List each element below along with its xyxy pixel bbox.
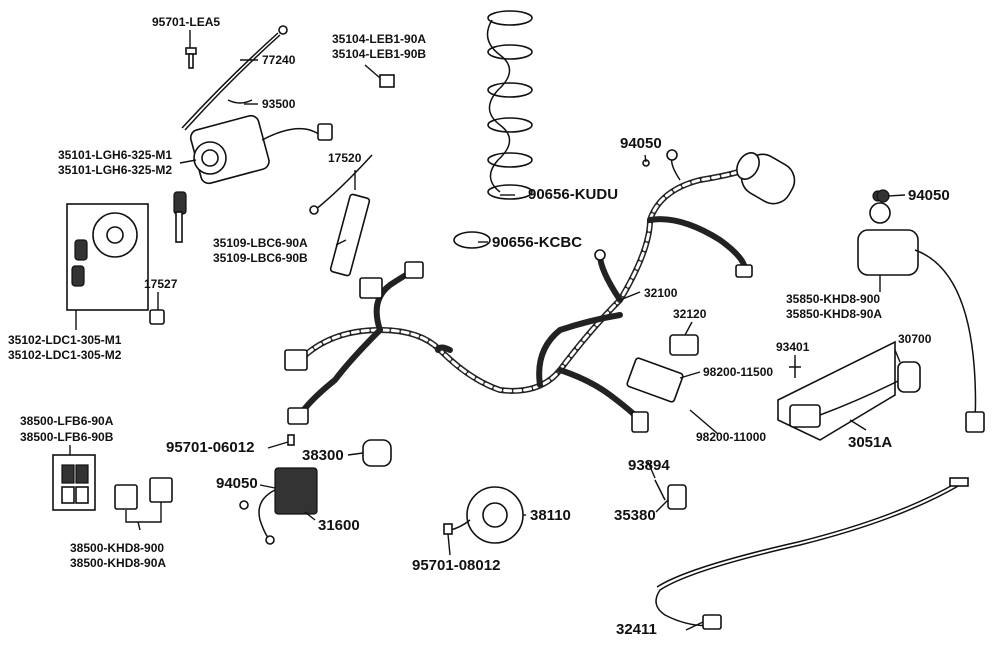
label-32100: 32100 (644, 286, 678, 300)
label-35109-LBC6-90A: 35109-LBC6-90A (213, 236, 308, 250)
harness-connector-upper (359, 277, 383, 299)
label-90656-KUDU: 90656-KUDU (528, 186, 618, 203)
leader-lines (69, 30, 906, 631)
label-35102-LDC1-305-M2: 35102-LDC1-305-M2 (8, 348, 122, 362)
label-17520: 17520 (328, 151, 362, 165)
label-38300: 38300 (302, 447, 344, 464)
tube-35109-icon (329, 193, 371, 277)
harness-connector-right (631, 411, 649, 433)
label-98200-11500: 98200-11500 (703, 365, 773, 379)
label-90656-KCBC: 90656-KCBC (492, 234, 582, 251)
label-35109-LBC6-90B: 35109-LBC6-90B (213, 251, 308, 265)
starter-relay-38300-icon (362, 439, 392, 467)
label-35850-KHD8-900: 35850-KHD8-900 (786, 292, 880, 306)
label-17527: 17527 (144, 277, 178, 291)
clip-17527-icon (149, 309, 165, 325)
screw-95701-icon (287, 434, 295, 446)
label-95701-06012: 95701-06012 (166, 439, 254, 456)
label-35101-LGH6-325-M1: 35101-LGH6-325-M1 (58, 148, 172, 162)
label-38500-KHD8-900: 38500-KHD8-900 (70, 541, 164, 555)
nut-94050-icon (876, 189, 890, 203)
fuse-box (52, 454, 173, 523)
connector-98200-icon (626, 357, 684, 403)
clip-93401-icon (789, 360, 801, 378)
harness-ring-terminal-top (666, 149, 678, 161)
label-94050-top: 94050 (620, 135, 662, 152)
cable-32411 (655, 477, 969, 630)
regulator-rectifier-31600 (239, 434, 318, 545)
label-93894: 93894 (628, 457, 670, 474)
capacitor-icon (736, 152, 796, 205)
label-98200-11000: 98200-11000 (696, 430, 766, 444)
harness-ring-terminal (594, 249, 606, 261)
label-77240: 77240 (262, 53, 296, 67)
label-3051A: 3051A (848, 434, 892, 451)
label-35850-KHD8-90A: 35850-KHD8-90A (786, 307, 882, 321)
harness-connector-left (284, 349, 308, 371)
sensor-35850 (857, 190, 985, 433)
label-35104-LEB1-90B: 35104-LEB1-90B (332, 47, 426, 61)
label-35104-LEB1-90A: 35104-LEB1-90A (332, 32, 426, 46)
label-32411: 32411 (616, 621, 657, 638)
piston-rings (453, 10, 533, 249)
horn-38110 (443, 486, 524, 544)
label-32120: 32120 (673, 307, 707, 321)
label-35101-LGH6-325-M2: 35101-LGH6-325-M2 (58, 163, 172, 177)
spark-plug-cap-box (777, 340, 921, 441)
ignition-switch-assembly (149, 25, 395, 325)
lock-set-box (66, 203, 149, 330)
clip-35104-icon (379, 74, 395, 88)
switch-35380-icon (667, 484, 687, 510)
label-38110: 38110 (530, 507, 571, 524)
label-30700: 30700 (898, 332, 932, 346)
bolt-icon (185, 47, 197, 69)
label-38500-KHD8-90A: 38500-KHD8-90A (70, 556, 166, 570)
label-38500-LFB6-90B: 38500-LFB6-90B (20, 430, 114, 444)
label-38500-LFB6-90A: 38500-LFB6-90A (20, 414, 114, 428)
label-93401: 93401 (776, 340, 810, 354)
wire-harness-32100 (284, 149, 796, 433)
label-31600: 31600 (318, 517, 360, 534)
harness-connector-far-right (735, 264, 753, 278)
label-93500: 93500 (262, 97, 296, 111)
label-94050-left: 94050 (216, 475, 258, 492)
harness-connector-small (404, 261, 424, 279)
label-94050-right: 94050 (908, 187, 950, 204)
harness-connector-lower-left (287, 407, 309, 425)
label-35102-LDC1-305-M1: 35102-LDC1-305-M1 (8, 333, 122, 347)
clip-93894-icon (654, 479, 666, 501)
part-labels: 95701-LEA5 77240 35104-LEB1-90A 35104-LE… (8, 15, 950, 638)
label-35380: 35380 (614, 507, 656, 524)
key-icon (173, 191, 187, 243)
label-95701-08012: 95701-08012 (412, 557, 500, 574)
relay-32120-icon (669, 334, 699, 356)
label-95701-LEA5: 95701-LEA5 (152, 15, 220, 29)
